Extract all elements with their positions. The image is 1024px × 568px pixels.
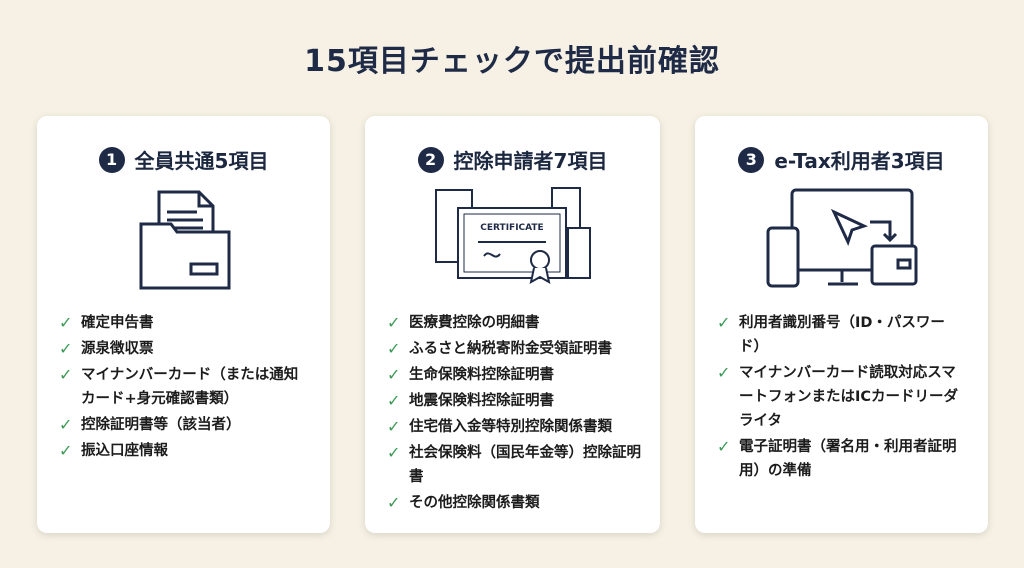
item-text: CERTIFICATE [480,223,543,233]
check-icon: ✓ [717,363,731,382]
list-item: ✓ 源泉徴収票 [59,337,314,361]
card-title: e-Tax利用者3項目 [774,149,945,173]
step-number: 2 [417,146,444,173]
list-item: ✓ 医療費控除の明細書 [387,311,642,335]
certificate-icon: CERTIFICATE [434,187,591,284]
item-text: 確定申告書 [81,315,154,331]
item-text: 生命保険料控除証明書 [409,367,554,383]
checklist: ✓ 確定申告書 ✓ 源泉徴収票 ✓ マイナンバーカード（または通知カード+身元確認書類… [59,311,314,465]
card-deduction: 2 控除申請者7項目 CERTIFICATE ✓ 医療費控除の明細書 ✓ ふるさと納税… [365,116,660,533]
card-heading: 1 全員共通5項目 [37,145,330,174]
folder-documents-icon [139,190,230,290]
list-item: ✓ 振込口座情報 [59,439,314,463]
item-text: マイナンバーカード（または通知カード+身元確認書類） [81,367,299,407]
item-text: 利用者識別番号（ID・パスワード） [739,315,945,355]
check-icon: ✓ [59,339,73,358]
check-icon: ✓ [387,313,401,332]
list-item: ✓ 控除証明書等（該当者） [59,413,314,437]
item-text: その他控除関係書類 [409,495,540,511]
item-text: マイナンバーカード読取対応スマートフォンまたはICカードリーダライタ [739,365,959,429]
item-text: 社会保険料（国民年金等）控除証明書 [409,445,641,485]
card-heading: 2 控除申請者7項目 [365,145,660,174]
check-icon: ✓ [59,313,73,332]
check-icon: ✓ [387,443,401,462]
check-icon: ✓ [717,313,731,332]
list-item: ✓ マイナンバーカード（または通知カード+身元確認書類） [59,363,314,411]
item-text: 医療費控除の明細書 [409,315,540,331]
check-icon: ✓ [387,417,401,436]
item-text: 地震保険料控除証明書 [409,393,554,409]
list-item: ✓ 確定申告書 [59,311,314,335]
item-text: ふるさと納税寄附金受領証明書 [409,341,612,357]
list-item: ✓ ふるさと納税寄附金受領証明書 [387,337,642,361]
card-heading: 3 e-Tax利用者3項目 [695,145,988,174]
item-text: 住宅借入金等特別控除関係書類 [409,419,612,435]
list-item: ✓ 利用者識別番号（ID・パスワード） [717,311,972,359]
step-number: 3 [738,146,765,173]
card-common: 1 全員共通5項目 ✓ 確定申告書 ✓ 源泉徴収票 ✓ マイナンバーカード（または通知カ… [37,116,330,533]
check-icon: ✓ [387,339,401,358]
list-item: ✓ 地震保険料控除証明書 [387,389,642,413]
page-title: 15項目チェックで提出前確認 [304,44,720,79]
check-icon: ✓ [387,365,401,384]
list-item: ✓ マイナンバーカード読取対応スマートフォンまたはICカードリーダライタ [717,361,972,433]
check-icon: ✓ [59,365,73,384]
list-item: ✓ 住宅借入金等特別控除関係書類 [387,415,642,439]
card-title: 全員共通5項目 [134,149,269,173]
card-etax: 3 e-Tax利用者3項目 ✓ 利用者識別番号（ID・パスワード） ✓ マイナンバーカ… [695,116,988,533]
check-icon: ✓ [387,391,401,410]
list-item: ✓ 社会保険料（国民年金等）控除証明書 [387,441,642,489]
check-icon: ✓ [717,437,731,456]
list-item: ✓ 電子証明書（署名用・利用者証明用）の準備 [717,435,972,483]
item-text: 電子証明書（署名用・利用者証明用）の準備 [739,439,957,479]
checklist: ✓ 利用者識別番号（ID・パスワード） ✓ マイナンバーカード読取対応スマートフォン… [717,311,972,485]
card-title: 控除申請者7項目 [453,149,608,173]
list-item: ✓ その他控除関係書類 [387,491,642,515]
checklist: ✓ 医療費控除の明細書 ✓ ふるさと納税寄附金受領証明書 ✓ 生命保険料控除証明書 ✓… [387,311,642,517]
item-text: 振込口座情報 [81,443,168,459]
list-item: ✓ 生命保険料控除証明書 [387,363,642,387]
step-number: 1 [98,146,125,173]
item-text: 源泉徴収票 [81,341,154,357]
devices-icon [766,188,917,288]
item-text: 控除証明書等（該当者） [81,417,241,433]
check-icon: ✓ [59,415,73,434]
check-icon: ✓ [387,493,401,512]
check-icon: ✓ [59,441,73,460]
